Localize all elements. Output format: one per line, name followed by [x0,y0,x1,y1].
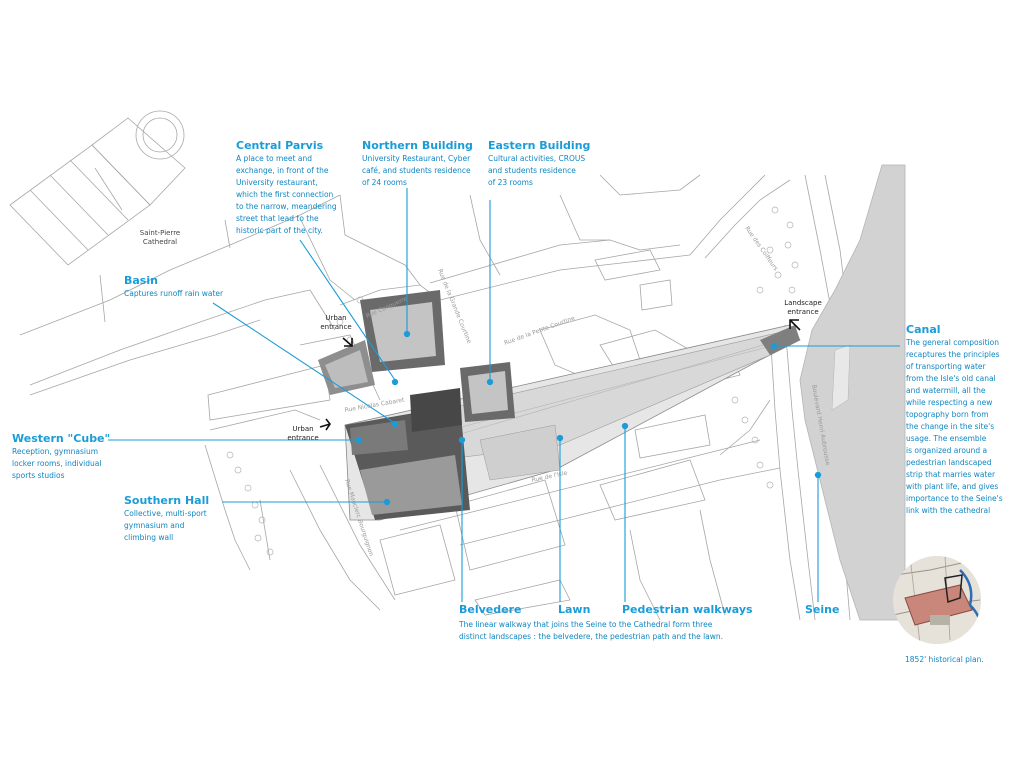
canal-desc: link with the cathedral [906,506,991,515]
walkway-desc-line: distinct landscapes : the belvedere, the… [459,632,724,641]
urban-entrance-label: Urban entrance [275,425,331,443]
cathedral-outline [9,110,186,266]
canal-desc: the change in the site's [906,422,995,431]
walkway-desc-line: The linear walkway that joins the Seine … [459,620,713,629]
central-parvis-title: Central Parvis [236,139,324,152]
canal-title: Canal [906,323,941,336]
northern-building-desc: University Restaurant, Cyber [362,154,471,163]
basin-desc: Captures runoff rain water [124,289,224,298]
central-parvis-desc: exchange, in front of the [236,166,329,175]
trees [226,206,799,556]
lawn-title: Lawn [558,603,591,616]
northern-building-desc: café, and students residence [362,166,471,175]
canal-desc: strip that marries water [906,470,996,479]
canal-desc: from the Isle's old canal [906,374,996,383]
western-cube-callout: Western "Cube" Reception, gymnasium lock… [12,432,110,482]
basin-title: Basin [124,274,158,287]
central-parvis-desc: which the first connection [236,190,334,199]
street-rue-nicolas-cabaret: Rue Nicolas Cabaret [344,396,405,414]
leader-lines [108,188,900,602]
street-rue-petite-courtine: Rue de la Petite Courtine [503,315,576,347]
urban-entrance-label: Urban entrance [308,314,364,332]
eastern-building-desc: Cultural activities, CROUS [488,154,586,163]
southern-hall-desc: Collective, multi-sport [124,509,207,518]
central-parvis-desc: historic part of the city. [236,226,323,235]
central-parvis-desc: A place to meet and [236,154,312,163]
canal-desc: with plant life, and gives [906,482,999,491]
canal-desc: topography born from [906,410,989,419]
central-parvis-callout: Central Parvis A place to meet and excha… [236,139,337,237]
canal-desc: while respecting a new [906,398,993,407]
landscape-entrance-label: Landscape entrance [772,299,834,317]
canal-desc: pedestrian landscaped [906,458,992,467]
canal-desc: usage. The ensemble [906,434,987,443]
walkway-description: The linear walkway that joins the Seine … [459,619,723,643]
seine-title: Seine [805,603,840,616]
urban-entrance-line: Urban [292,425,314,433]
southern-hall-desc: gymnasium and [124,521,185,530]
central-parvis-desc: to the narrow, meandering [236,202,337,211]
seine-callout: Seine [805,603,839,617]
canal-desc: The general composition [906,338,999,347]
western-cube-desc: sports studios [12,471,65,480]
basin-callout: Basin Captures runoff rain water [124,274,223,300]
canal-desc: importance to the Seine's [906,494,1003,503]
cathedral-label-line: Cathedral [142,238,178,246]
urban-entrance-line: entrance [320,323,352,331]
pedestrian-walkways-title: Pedestrian walkways [622,603,753,616]
western-cube-desc: locker rooms, individual [12,459,102,468]
northern-building-desc: of 24 rooms [362,178,407,187]
western-cube-title: Western "Cube" [12,432,111,445]
eastern-building-desc: and students residence [488,166,576,175]
central-parvis-desc: University restaurant, [236,178,318,187]
southern-hall-callout: Southern Hall Collective, multi-sport gy… [124,494,209,544]
historical-plan-text: 1852' historical plan. [905,655,984,664]
lawn-callout: Lawn [558,603,590,617]
canal-callout: Canal The general composition recaptures… [906,323,1003,517]
canal-desc: and watermill, all the [906,386,986,395]
landscape-entrance-arrow-icon [789,319,801,331]
landscape-entrance-line: Landscape [784,299,822,307]
entrance-arrows [319,319,801,431]
historical-plan-caption: 1852' historical plan. [905,654,984,666]
cathedral-label-line: Saint-Pierre [139,229,181,237]
canal-desc: is organized around a [906,446,988,455]
western-cube-desc: Reception, gymnasium [12,447,99,456]
urban-entrance-arrow-icon [319,418,331,431]
urban-entrance-arrow-icon [342,337,353,347]
belvedere-title: Belvedere [459,603,522,616]
cathedral-label: Saint-Pierre Cathedral [130,229,190,247]
central-parvis-desc: street that lead to the [236,214,319,223]
eastern-building-desc: of 23 rooms [488,178,533,187]
southern-hall-desc: climbing wall [124,533,174,542]
belvedere-callout: Belvedere [459,603,521,617]
historical-plan-inset [893,556,981,644]
northern-building-callout: Northern Building University Restaurant,… [362,139,473,189]
pedestrian-walkways-callout: Pedestrian walkways [622,603,753,617]
eastern-building-title: Eastern Building [488,139,591,152]
street-outlines [19,174,851,621]
canal-desc: of transporting water [906,362,986,371]
southern-hall-title: Southern Hall [124,494,210,507]
eastern-building-callout: Eastern Building Cultural activities, CR… [488,139,590,189]
urban-entrance-line: Urban [325,314,347,322]
seine-river [799,164,906,621]
landscape-entrance-line: entrance [787,308,819,316]
street-rue-coiffeurs: Rue des Coiffeurs [743,225,779,272]
northern-building-title: Northern Building [362,139,473,152]
urban-entrance-line: entrance [287,434,319,442]
canal-desc: recaptures the principles [906,350,1000,359]
